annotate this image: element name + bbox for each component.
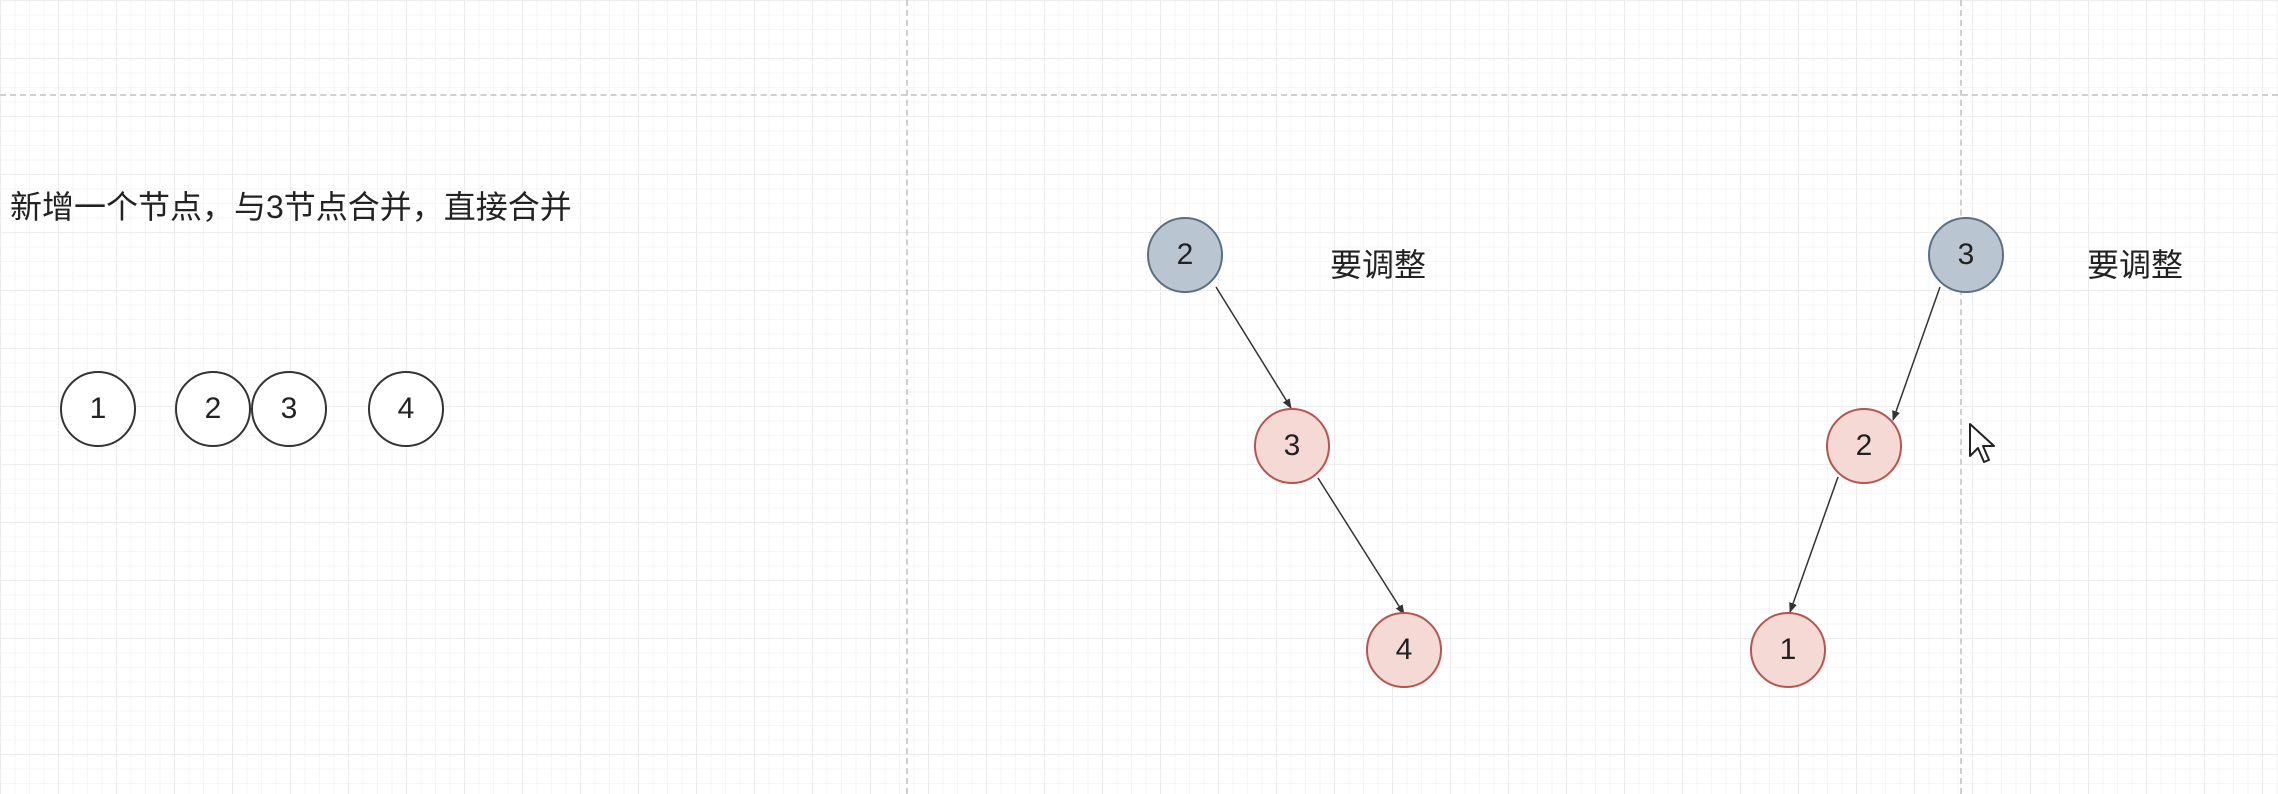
tree2-middle-node[interactable]: 2: [1826, 408, 1902, 484]
edge-2-to-3: [1215, 286, 1292, 409]
horizontal-guide-line: [0, 94, 2278, 96]
row-node-1[interactable]: 1: [60, 371, 136, 447]
edge-3-to-4: [1317, 477, 1405, 615]
row-node-3[interactable]: 3: [251, 371, 327, 447]
vertical-guide-line-2: [1960, 0, 1962, 794]
vertical-guide-line-1: [906, 0, 908, 794]
tree1-middle-node[interactable]: 3: [1254, 408, 1330, 484]
tree2-leaf-node[interactable]: 1: [1750, 612, 1826, 688]
mouse-pointer-icon: [1969, 423, 1995, 463]
tree2-root-node[interactable]: 3: [1928, 217, 2004, 293]
merge-caption[interactable]: 新增一个节点，与3节点合并，直接合并: [10, 189, 572, 225]
edge-2-to-1: [1789, 476, 1839, 613]
adjust-note-1[interactable]: 要调整: [1330, 247, 1427, 283]
tree1-root-node[interactable]: 2: [1147, 217, 1223, 293]
row-node-2[interactable]: 2: [175, 371, 251, 447]
row-node-4[interactable]: 4: [368, 371, 444, 447]
edge-3-to-2: [1892, 286, 1941, 421]
tree1-leaf-node[interactable]: 4: [1366, 612, 1442, 688]
adjust-note-2[interactable]: 要调整: [2087, 247, 2184, 283]
